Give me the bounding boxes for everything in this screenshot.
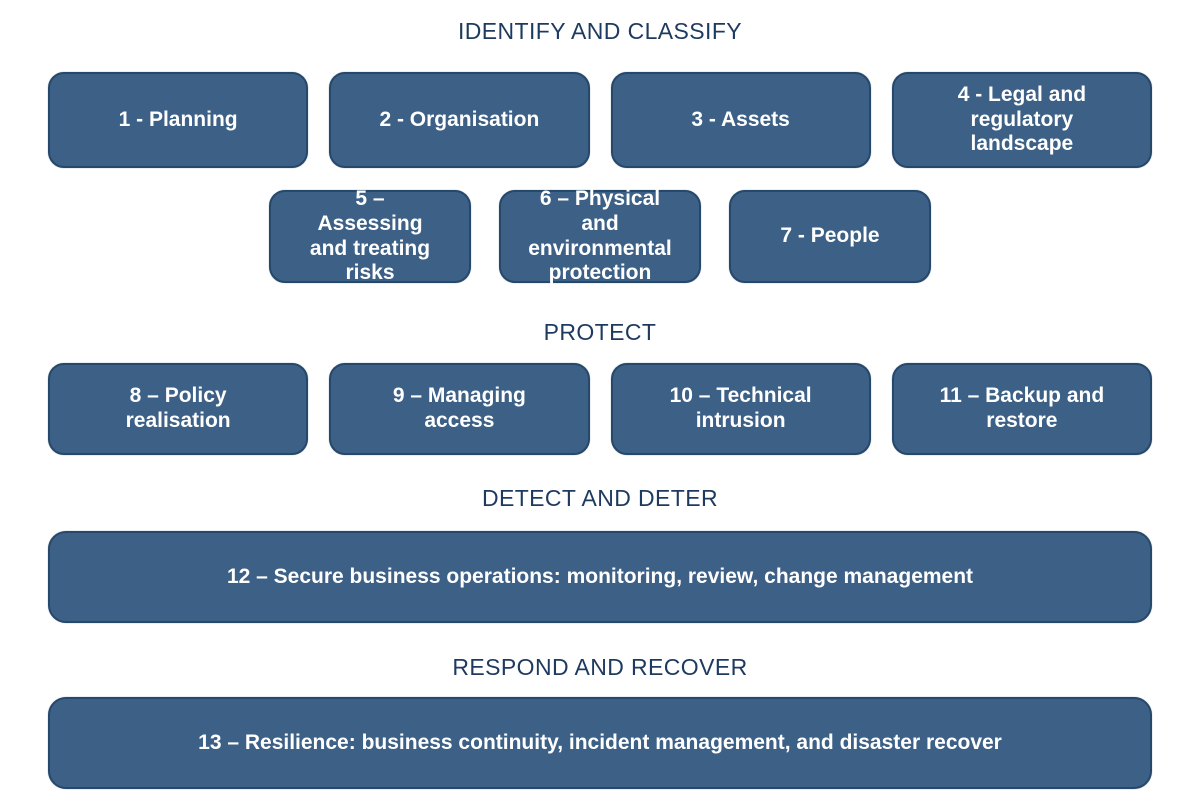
section-header-detect-and-deter: DETECT AND DETER (481, 485, 718, 511)
box-8-policy-realisation: 8 – Policy realisation (48, 363, 309, 455)
box-4-legal-and-regulatory-landscape: 4 - Legal and regulatory landscape (891, 72, 1152, 168)
section-header-identify-and-classify: IDENTIFY AND CLASSIFY (457, 18, 743, 44)
box-2-organisation: 2 - Organisation (329, 72, 590, 168)
box-3-assets: 3 - Assets (610, 72, 871, 168)
row-detect: 12 – Secure business operations: monitor… (48, 531, 1152, 623)
box-9-managing-access: 9 – Managing access (329, 363, 590, 455)
box-5-assessing-and-treating-risks: 5 – Assessing and treating risks (269, 187, 471, 284)
box-1-planning: 1 - Planning (48, 72, 309, 168)
box-13-resilience: 13 – Resilience: business continuity, in… (48, 697, 1152, 789)
section-header-protect: PROTECT (543, 319, 657, 345)
section-header-respond-and-recover: RESPOND AND RECOVER (452, 654, 748, 680)
row-protect: 8 – Policy realisation 9 – Managing acce… (48, 363, 1152, 455)
box-7-people: 7 - People (729, 190, 931, 283)
box-12-secure-business-operations: 12 – Secure business operations: monitor… (48, 531, 1152, 623)
row-identify-bottom: 5 – Assessing and treating risks 6 – Phy… (48, 187, 1152, 284)
row-identify-top: 1 - Planning 2 - Organisation 3 - Assets… (48, 72, 1152, 168)
box-11-backup-and-restore: 11 – Backup and restore (891, 363, 1152, 455)
box-10-technical-intrusion: 10 – Technical intrusion (610, 363, 871, 455)
row-respond: 13 – Resilience: business continuity, in… (48, 697, 1152, 789)
box-6-physical-and-environmental-protection: 6 – Physical and environmental protectio… (499, 187, 701, 284)
